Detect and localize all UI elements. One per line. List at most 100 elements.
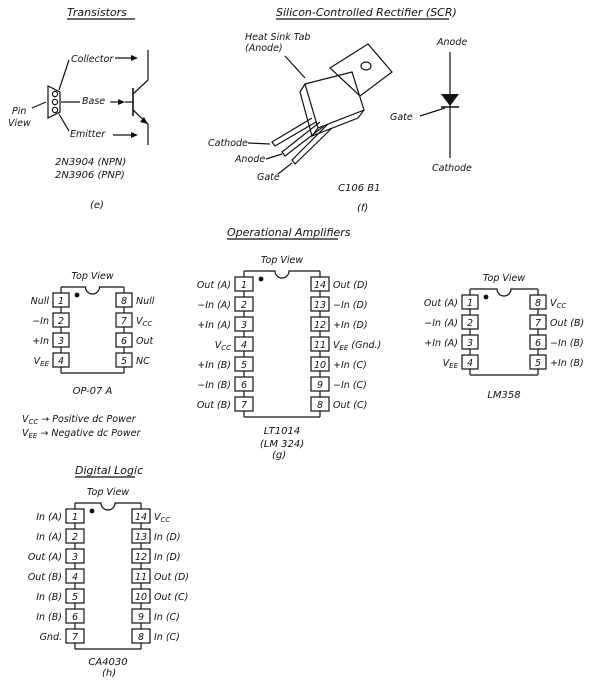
lt1014-pin-number: 7	[241, 400, 247, 411]
to220-package	[299, 43, 393, 138]
ca4030-pin-box	[131, 508, 151, 524]
lt1014-pin-number: 12	[314, 320, 326, 331]
ca4030-pin-label: In (D)	[154, 532, 181, 543]
op07-pin-box	[52, 292, 70, 308]
lt1014-pin-label: VEE (Gnd.)	[333, 340, 381, 352]
lt1014-pin-label: +In (D)	[333, 320, 368, 331]
lt1014-pin-box	[310, 316, 330, 332]
lm358-pin-box	[461, 334, 479, 350]
ca4030-pin-box	[65, 608, 85, 624]
lm358-pin-box	[529, 334, 547, 350]
op07-pin-label: Null	[136, 296, 155, 307]
part-2n3906: 2N3906 (PNP)	[55, 170, 125, 181]
ca4030-top-view-label: Top View	[87, 487, 129, 498]
lt1014-pin-label: −In (B)	[197, 380, 231, 391]
scr-symbol-cathode: Cathode	[432, 163, 472, 174]
op07-pin-box	[52, 332, 70, 348]
lm358-pin-number: 2	[467, 318, 473, 329]
pin-view-label-line1: Pin	[12, 106, 26, 117]
lm358-pin-number: 5	[535, 358, 541, 369]
lm358-pin-number: 6	[535, 338, 541, 349]
lt1014-pin-box	[234, 316, 254, 332]
ca4030-pin-number: 1	[72, 512, 78, 523]
pin-view-pointer	[31, 101, 47, 109]
scr-title: Silicon-Controlled Rectifier (SCR)	[276, 6, 457, 19]
lt1014-pin-label: +In (A)	[197, 320, 231, 331]
op07-part-name: OP-07 A	[73, 386, 113, 397]
lt1014-pin-number: 14	[314, 280, 326, 291]
lt1014-pin-box	[310, 356, 330, 372]
figure-letter-f: (f)	[357, 203, 368, 214]
lm358-pin-box	[461, 314, 479, 330]
op07-body-outline	[61, 286, 124, 374]
lt1014-pin-box	[234, 296, 254, 312]
collector-label: Collector	[71, 54, 114, 65]
figure-letter-h: (h)	[102, 668, 116, 679]
lt1014-pin-label: +In (C)	[333, 360, 367, 371]
lt1014-pin-box	[310, 296, 330, 312]
op07-pin-label: NC	[136, 356, 150, 367]
heat-sink-label-line2: (Anode)	[245, 43, 283, 54]
op07-pin-label: +In	[32, 336, 49, 347]
lt1014-pin-box	[310, 336, 330, 352]
op07-pin-box	[115, 312, 133, 328]
ca4030-pin-box	[131, 608, 151, 624]
op07-pin-box	[115, 352, 133, 368]
lt1014-pin-number: 10	[314, 360, 326, 371]
part-2n3904: 2N3904 (NPN)	[55, 157, 126, 168]
heat-sink-leader	[284, 55, 306, 79]
ca4030-pin-label: Out (C)	[154, 592, 188, 603]
transistors-title: Transistors	[67, 6, 127, 19]
opamps-title: Operational Amplifiers	[227, 226, 351, 239]
to92-package-outline	[47, 85, 61, 119]
ca4030-pin-box	[65, 628, 85, 644]
lt1014-pin-label: −In (D)	[333, 300, 368, 311]
ca4030-pin-label: In (A)	[36, 532, 62, 543]
ca4030-pin-box	[65, 528, 85, 544]
op07-pin-number: 6	[121, 336, 127, 347]
lt1014-pin-number: 4	[241, 340, 247, 351]
collector-leader	[58, 59, 70, 91]
ca4030-pin-box	[65, 568, 85, 584]
part-c106b1: C106 B1	[338, 183, 380, 194]
ca4030-pin-label: Gnd.	[40, 632, 62, 643]
lt1014-pin-number: 2	[241, 300, 247, 311]
op07-pin-number: 4	[58, 356, 64, 367]
lt1014-pin-label: Out (C)	[333, 400, 367, 411]
ca4030-pin-number: 10	[135, 592, 147, 603]
lt1014-pin-number: 5	[241, 360, 247, 371]
lm358-pin-number: 1	[467, 298, 473, 309]
op07-pin-box	[115, 332, 133, 348]
op07-pin-number: 1	[58, 296, 64, 307]
lm358-pin1-dot	[483, 294, 489, 300]
lt1014-part-name: (LM 324)	[260, 439, 304, 450]
lt1014-pin-box	[234, 336, 254, 352]
ca4030-pin-label: In (B)	[36, 612, 62, 623]
ca4030-pin-box	[65, 548, 85, 564]
lm358-pin-number: 8	[535, 298, 541, 309]
ca4030-pin-box	[131, 568, 151, 584]
lm358-pin-label: +In (B)	[550, 358, 584, 369]
to220-leads	[271, 117, 333, 165]
lead-gate-label: Gate	[257, 172, 280, 183]
lt1014-pin-number: 6	[241, 380, 247, 391]
digital-section: Digital Logic (h)	[75, 464, 143, 679]
ca4030-pin-number: 12	[135, 552, 147, 563]
ca4030-pin-box	[131, 588, 151, 604]
lt1014-pin-box	[310, 276, 330, 292]
lt1014-pin-number: 1	[241, 280, 247, 291]
scr-symbol	[419, 52, 459, 158]
heat-sink-label-line1: Heat Sink Tab	[245, 32, 310, 43]
ca4030-pin-box	[131, 628, 151, 644]
npn-transistor-symbol	[125, 50, 149, 145]
lt1014-pin-number: 13	[314, 300, 326, 311]
ca4030-pin-box	[131, 528, 151, 544]
lt1014-pin1-dot	[258, 276, 264, 282]
lead-anode-label: Anode	[234, 154, 265, 165]
op07-pin1-dot	[74, 292, 80, 298]
op07-pin-label: VCC	[136, 316, 152, 328]
